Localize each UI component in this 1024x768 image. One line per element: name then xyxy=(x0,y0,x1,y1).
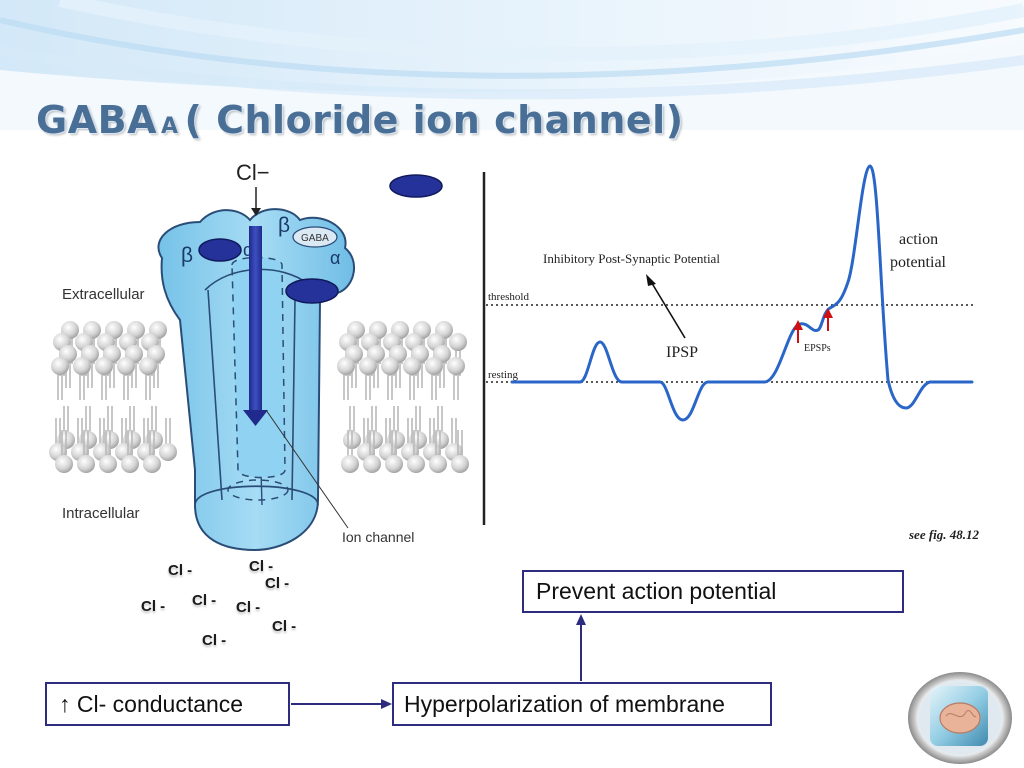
membrane-potential-trace xyxy=(510,164,974,422)
chloride-ion: Cl - xyxy=(202,632,227,649)
ion-channel-pointer xyxy=(265,409,349,529)
action-label-line1: action xyxy=(899,231,938,248)
cl-conductance-box: ↑ Cl- conductance xyxy=(45,682,290,726)
beta-left-label: β xyxy=(181,244,193,267)
arrow-hyper-to-prevent-head xyxy=(576,614,586,625)
gaba-tag: GABA xyxy=(301,233,329,244)
title-rest: ( Chloride ion channel) xyxy=(184,98,684,142)
ipsp-pointer-head xyxy=(646,274,656,286)
chloride-ion: Cl - xyxy=(265,575,290,592)
extracellular-label: Extracellular xyxy=(62,286,145,303)
gaba-molecule-bound-right xyxy=(285,278,339,304)
resting-label: resting xyxy=(488,369,518,381)
threshold-label: threshold xyxy=(488,291,529,303)
ipsp-pointer xyxy=(649,279,686,339)
lipid-molecule xyxy=(446,356,466,401)
arrow-conductance-to-hyper-head xyxy=(381,699,392,709)
chloride-ion: Cl - xyxy=(141,598,166,615)
conductance-text: ↑ Cl- conductance xyxy=(59,690,244,717)
gaba-molecule-bound-left xyxy=(198,238,242,262)
intracellular-label: Intracellular xyxy=(62,505,140,522)
ion-channel-label: Ion channel xyxy=(342,529,414,545)
chloride-ion: Cl - xyxy=(249,558,274,575)
epsps-label: EPSPs xyxy=(804,343,831,354)
chloride-ion: Cl - xyxy=(236,599,261,616)
hyperpolarization-box: Hyperpolarization of membrane xyxy=(392,682,772,726)
beta-right-label: β xyxy=(278,214,290,237)
alpha-left-label: α xyxy=(243,240,253,260)
chloride-ion: Cl - xyxy=(168,562,193,579)
chloride-ion: Cl - xyxy=(192,592,217,609)
gaba-molecule-free xyxy=(389,174,443,198)
title-main: GABA xyxy=(36,98,157,142)
chloride-flow-arrow xyxy=(243,226,268,426)
epsp-arrows xyxy=(793,308,833,343)
gaba-channel-diagram: GABA β α β α Cl− Extracellular Intracell… xyxy=(48,160,470,552)
hyperpolarization-text: Hyperpolarization of membrane xyxy=(404,690,725,717)
chloride-ion: Cl - xyxy=(272,618,297,635)
figure-reference: see fig. 48.12 xyxy=(908,527,980,542)
ipsp-description: Inhibitory Post-Synaptic Potential xyxy=(543,251,720,266)
alpha-right-label: α xyxy=(330,248,340,268)
prevent-text: Prevent action potential xyxy=(536,578,777,604)
ipsp-label: IPSP xyxy=(666,344,698,361)
cl-ion-label: Cl− xyxy=(236,160,270,185)
title-subscript: A xyxy=(160,114,179,139)
membrane-potential-graph: threshold resting Inhibitory Post-Synapt… xyxy=(482,164,980,542)
prevent-action-potential-box: Prevent action potential xyxy=(522,570,904,613)
action-label-line2: potential xyxy=(890,254,947,271)
header-swoosh xyxy=(0,0,1024,130)
brain-ice-image xyxy=(908,672,1012,764)
cl-entry-arrowhead xyxy=(251,208,261,216)
